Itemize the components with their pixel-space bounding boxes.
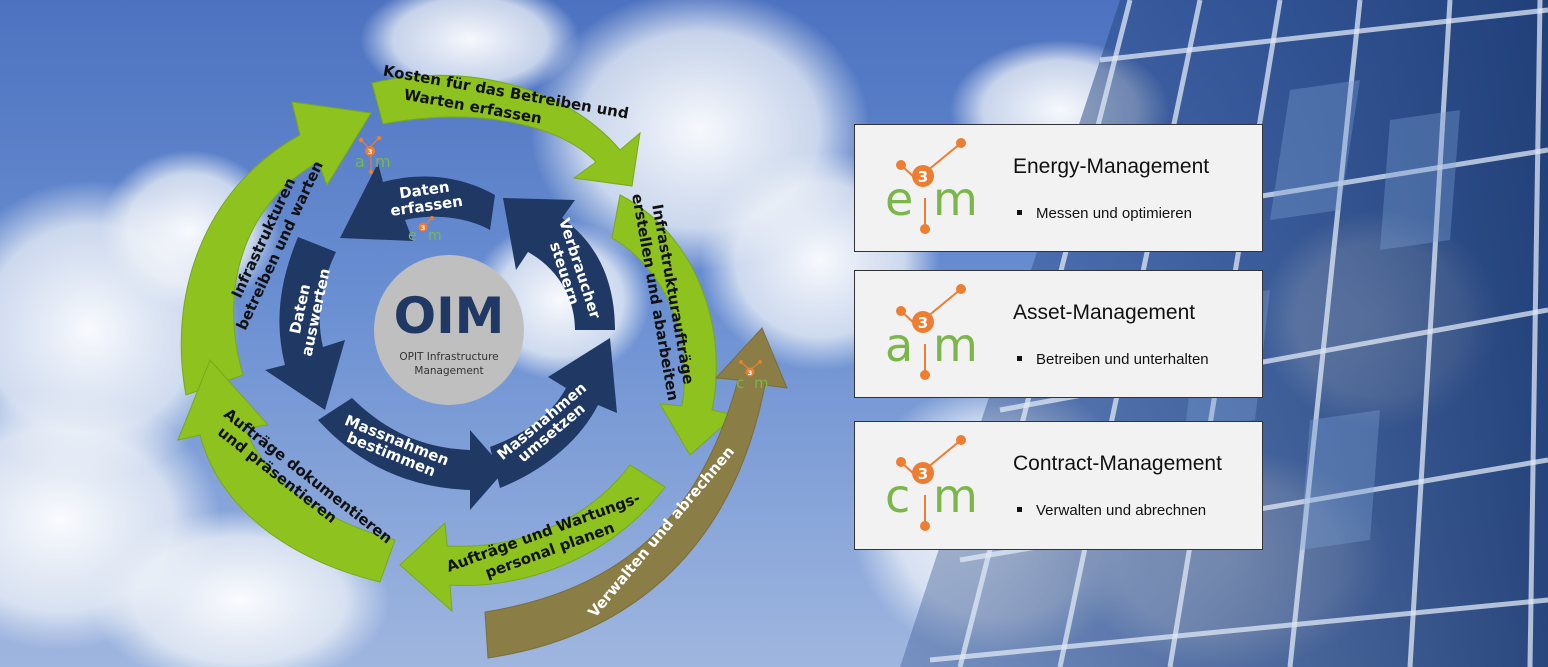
am-logo-small: 3 a m bbox=[355, 135, 391, 175]
bullet-icon bbox=[1017, 355, 1022, 361]
arrow-massnahmen-umsetzen bbox=[490, 338, 617, 488]
em-logo: 3 e m bbox=[885, 138, 978, 234]
cm-logo: 3 c m bbox=[885, 435, 978, 531]
svg-text:m: m bbox=[754, 374, 769, 392]
arrow-massnahmen-bestimmen bbox=[318, 398, 505, 510]
arrow-daten-auswerten bbox=[265, 237, 345, 410]
card-title: Energy-Management bbox=[1013, 155, 1210, 178]
arrow-infrastrukturauftraege bbox=[611, 194, 737, 456]
card-contract-management: 3 c m Contract-Management Verwalten und … bbox=[854, 421, 1263, 550]
svg-text:m: m bbox=[933, 172, 978, 226]
svg-text:m: m bbox=[375, 152, 391, 171]
em-logo-small: 3 e m bbox=[408, 216, 442, 244]
svg-text:3: 3 bbox=[421, 224, 426, 232]
card-title: Asset-Management bbox=[1013, 301, 1196, 324]
arrow-auftraege-dok bbox=[177, 359, 396, 583]
svg-text:a: a bbox=[355, 152, 365, 171]
center-circle bbox=[374, 255, 524, 405]
svg-text:c: c bbox=[736, 374, 744, 392]
arrow-verwalten bbox=[484, 327, 788, 659]
arrow-infrastrukturen bbox=[180, 101, 372, 396]
card-title: Contract-Management bbox=[1013, 452, 1222, 475]
svg-text:c: c bbox=[885, 469, 910, 523]
svg-text:a: a bbox=[885, 318, 913, 372]
card-bullet: Betreiben und unterhalten bbox=[1017, 351, 1209, 368]
outer-cycle bbox=[177, 74, 737, 613]
arrow-verbraucher bbox=[503, 198, 615, 330]
svg-text:e: e bbox=[408, 228, 417, 244]
svg-text:m: m bbox=[933, 469, 978, 523]
svg-text:m: m bbox=[933, 318, 978, 372]
svg-text:m: m bbox=[428, 228, 442, 244]
card-asset-management: 3 a m Asset-Management Betreiben und unt… bbox=[854, 270, 1263, 398]
am-logo: 3 a m bbox=[885, 284, 978, 380]
svg-text:e: e bbox=[885, 172, 913, 226]
card-energy-management: 3 e m Energy-Management Messen und optim… bbox=[854, 124, 1263, 252]
bullet-icon bbox=[1017, 209, 1022, 215]
center-subtitle-2: Management bbox=[414, 365, 483, 377]
svg-text:3: 3 bbox=[748, 369, 753, 377]
svg-text:3: 3 bbox=[918, 314, 928, 332]
svg-text:3: 3 bbox=[368, 148, 373, 156]
arrow-kosten bbox=[371, 74, 641, 187]
arrow-daten-erfassen bbox=[340, 163, 495, 241]
card-bullet: Verwalten und abrechnen bbox=[1017, 502, 1206, 519]
bullet-icon bbox=[1017, 506, 1022, 512]
card-bullet: Messen und optimieren bbox=[1017, 205, 1192, 222]
arrow-auftraege-wartung bbox=[399, 464, 666, 613]
center-subtitle-1: OPIT Infrastructure bbox=[399, 351, 498, 363]
svg-text:3: 3 bbox=[918, 168, 928, 186]
inner-cycle bbox=[265, 163, 617, 510]
cm-logo-small: 3 c m bbox=[736, 360, 769, 392]
center-title: OIM bbox=[394, 287, 505, 345]
svg-text:3: 3 bbox=[918, 465, 928, 483]
